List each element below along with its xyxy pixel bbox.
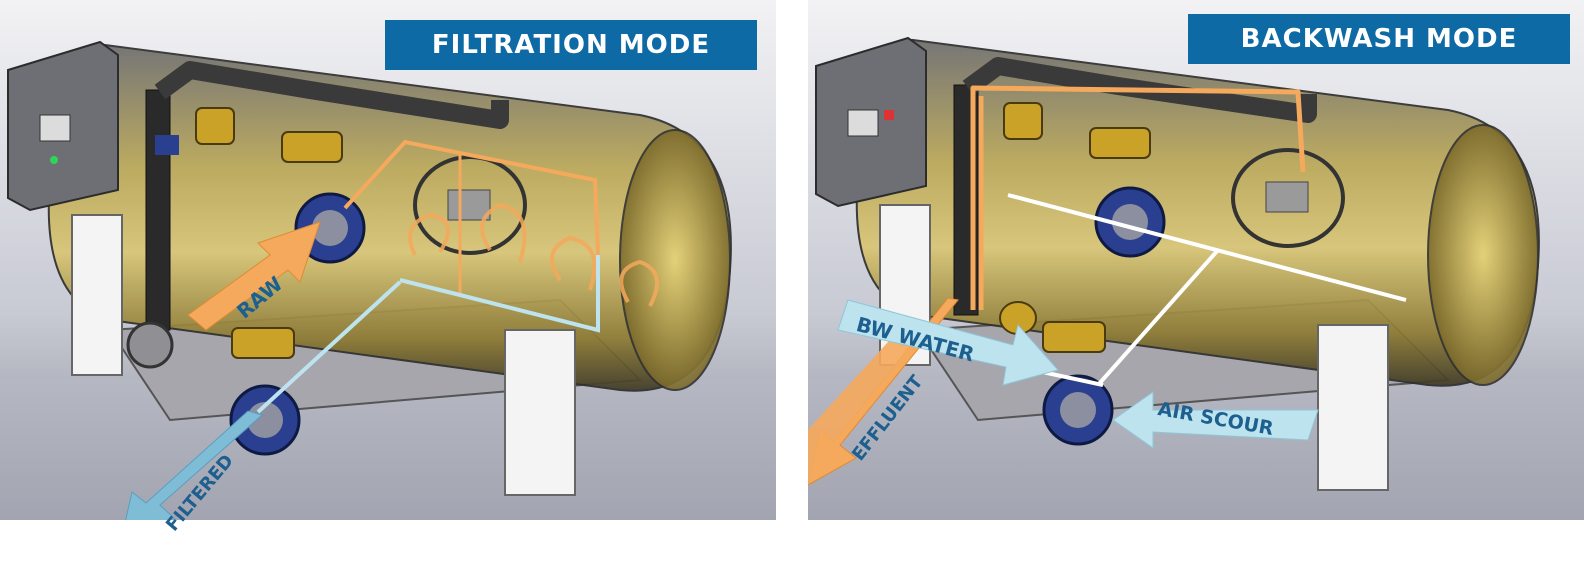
actuator-icon [195, 107, 343, 359]
effluent-arrow-body [808, 320, 928, 485]
header-pipe [154, 61, 509, 129]
effluent-path [970, 85, 1306, 310]
support-leg-left [71, 214, 123, 376]
floor-reflection [0, 380, 776, 520]
backwash-distributor-top [1007, 193, 1407, 302]
filtered-collection-path [399, 255, 600, 333]
backwash-mode-title: BACKWASH MODE [1188, 14, 1570, 64]
tank-end-cap [619, 129, 731, 391]
air-scour-inlet-arrow [1112, 391, 1319, 449]
butterfly-valve-icon [1042, 186, 1166, 446]
actuator-icon [999, 102, 1151, 353]
manway [1231, 148, 1345, 248]
filtration-diagram [0, 0, 776, 520]
control-panel-icon [815, 36, 927, 208]
support-leg-right [1317, 324, 1389, 491]
backwash-diagram [808, 0, 1584, 520]
filtration-mode-title: FILTRATION MODE [385, 20, 757, 70]
manway-nozzle [1265, 181, 1309, 213]
backwash-distributor-riser [1096, 248, 1220, 387]
bw-water-inlet-arrow [837, 299, 1059, 386]
manway-nozzle [447, 189, 491, 221]
floor-reflection [808, 380, 1584, 520]
butterfly-valve-icon [126, 135, 366, 456]
raw-flow-path [343, 139, 600, 256]
tank-end-cap [1427, 124, 1539, 386]
filtered-riser [256, 280, 402, 414]
control-panel-icon [7, 40, 119, 212]
swirl-arrow-icon [408, 202, 660, 307]
vertical-pipe [145, 89, 171, 331]
header-pipe [962, 57, 1317, 123]
support-leg-right [504, 329, 576, 496]
backwash-mode-panel: BACKWASH MODE BW WATER EFFLUENT AIR SCOU… [808, 0, 1584, 520]
raw-inlet-arrow [187, 221, 321, 331]
filtration-mode-panel: FILTRATION MODE RAW FILTERED [0, 0, 776, 535]
filtered-outlet-arrow [125, 410, 264, 520]
